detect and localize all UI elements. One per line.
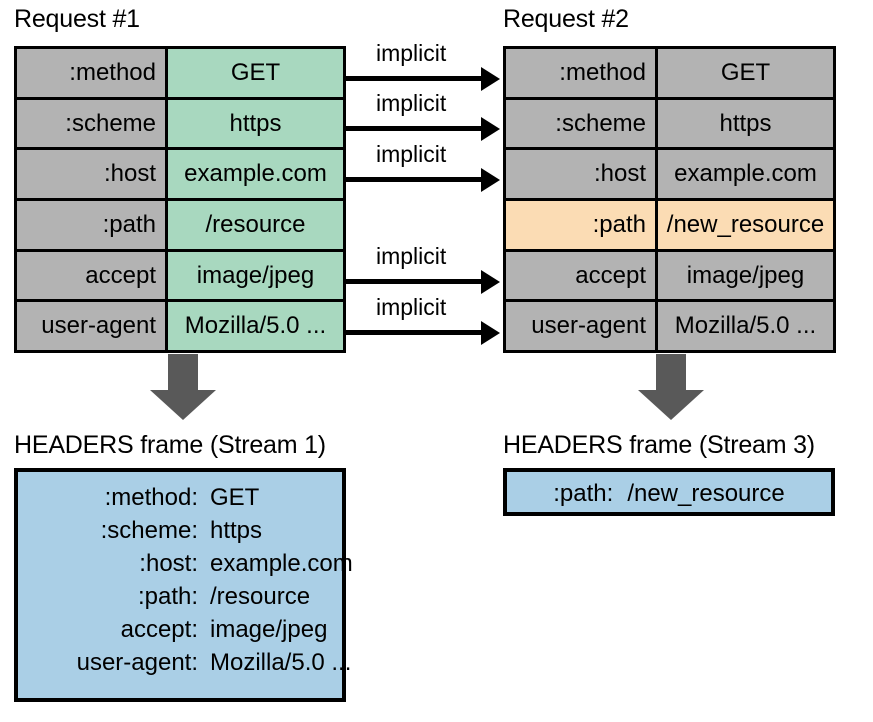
implicit-label-scheme: implicit	[376, 90, 447, 116]
header-name-cell: accept	[17, 251, 168, 300]
implicit-label-user-agent: implicit	[376, 294, 447, 320]
table-row: :host example.com	[17, 147, 343, 199]
down-arrow-stream1	[150, 354, 216, 420]
frame1-title: HEADERS frame (Stream 1)	[14, 431, 326, 459]
header-name-cell: :scheme	[506, 99, 658, 148]
header-value-cell: https	[658, 99, 833, 148]
header-name-cell: user-agent	[17, 302, 168, 351]
down-arrow-stream3	[638, 354, 704, 420]
table-row: :scheme https	[17, 96, 343, 148]
entry-value: /new_resource	[627, 480, 785, 507]
table-row: :path /resource	[17, 198, 343, 249]
header-value-cell: image/jpeg	[168, 251, 343, 300]
header-name-cell: :method	[506, 49, 658, 97]
header-value-cell: /resource	[168, 201, 343, 249]
header-name-cell: :path	[17, 201, 168, 249]
arrow-head	[638, 390, 704, 420]
header-value-cell: example.com	[168, 150, 343, 199]
header-value-cell: Mozilla/5.0 ...	[658, 302, 833, 351]
request2-header-table: :method GET :scheme https :host example.…	[503, 46, 836, 353]
list-item: :method: GET	[18, 481, 342, 514]
entry-key: :method:	[104, 484, 198, 511]
frame2-entry-list: :path: /new_resource	[507, 476, 831, 512]
implicit-arrow-scheme	[346, 126, 482, 131]
list-item: user-agent: Mozilla/5.0 ...	[18, 646, 352, 679]
header-name-cell: :host	[506, 150, 658, 199]
implicit-arrow-host	[346, 177, 482, 182]
frame1-entry-list: :method: GET :scheme: https :host: examp…	[18, 481, 353, 679]
header-name-cell: :scheme	[17, 99, 168, 148]
arrow-shaft	[168, 354, 198, 394]
header-value-cell: /new_resource	[658, 201, 833, 249]
table-row: user-agent Mozilla/5.0 ...	[17, 299, 343, 351]
table-row: accept image/jpeg	[506, 248, 833, 300]
entry-value: Mozilla/5.0 ...	[210, 649, 352, 676]
entry-key: :path:	[137, 583, 198, 610]
header-value-cell: Mozilla/5.0 ...	[168, 302, 343, 351]
headers-frame-stream1: :method: GET :scheme: https :host: examp…	[14, 468, 353, 702]
implicit-label-host: implicit	[376, 141, 447, 167]
header-name-cell: :host	[17, 150, 168, 199]
implicit-arrow-user-agent	[346, 330, 482, 335]
table-row: :method GET	[17, 49, 343, 97]
entry-key: :path:	[553, 480, 614, 507]
entry-key: :scheme:	[100, 517, 198, 544]
implicit-arrow-method	[346, 76, 482, 81]
entry-value: example.com	[210, 550, 353, 577]
implicit-label-accept: implicit	[376, 243, 447, 269]
list-item: :scheme: https	[18, 514, 342, 547]
table-row: :host example.com	[506, 147, 833, 199]
entry-value: https	[210, 517, 263, 544]
arrow-shaft	[656, 354, 686, 394]
implicit-arrow-accept	[346, 279, 482, 284]
request1-title: Request #1	[14, 5, 140, 33]
headers-frame-stream3: :path: /new_resource	[503, 468, 835, 516]
arrow-head	[150, 390, 216, 420]
header-value-cell: image/jpeg	[658, 251, 833, 300]
entry-value: image/jpeg	[210, 616, 328, 643]
list-item: :path: /new_resource	[507, 476, 831, 512]
header-value-cell: GET	[658, 49, 833, 97]
table-row: :method GET	[506, 49, 833, 97]
table-row: accept image/jpeg	[17, 248, 343, 300]
frame2-title: HEADERS frame (Stream 3)	[503, 431, 815, 459]
entry-key: :host:	[139, 550, 198, 577]
header-value-cell: example.com	[658, 150, 833, 199]
implicit-label-method: implicit	[376, 40, 447, 66]
header-name-cell: accept	[506, 251, 658, 300]
entry-value: GET	[210, 484, 260, 511]
header-name-cell: :path	[506, 201, 658, 249]
table-row: user-agent Mozilla/5.0 ...	[506, 299, 833, 351]
request1-header-table: :method GET :scheme https :host example.…	[14, 46, 346, 353]
entry-key: accept:	[120, 616, 198, 643]
entry-value: /resource	[210, 583, 311, 610]
header-name-cell: user-agent	[506, 302, 658, 351]
header-value-cell: https	[168, 99, 343, 148]
entry-key: user-agent:	[76, 649, 198, 676]
list-item: :host: example.com	[18, 547, 352, 580]
header-value-cell: GET	[168, 49, 343, 97]
table-row-changed: :path /new_resource	[506, 198, 833, 249]
list-item: :path: /resource	[18, 580, 342, 613]
table-row: :scheme https	[506, 96, 833, 148]
header-name-cell: :method	[17, 49, 168, 97]
list-item: accept: image/jpeg	[18, 613, 342, 646]
request2-title: Request #2	[503, 5, 629, 33]
